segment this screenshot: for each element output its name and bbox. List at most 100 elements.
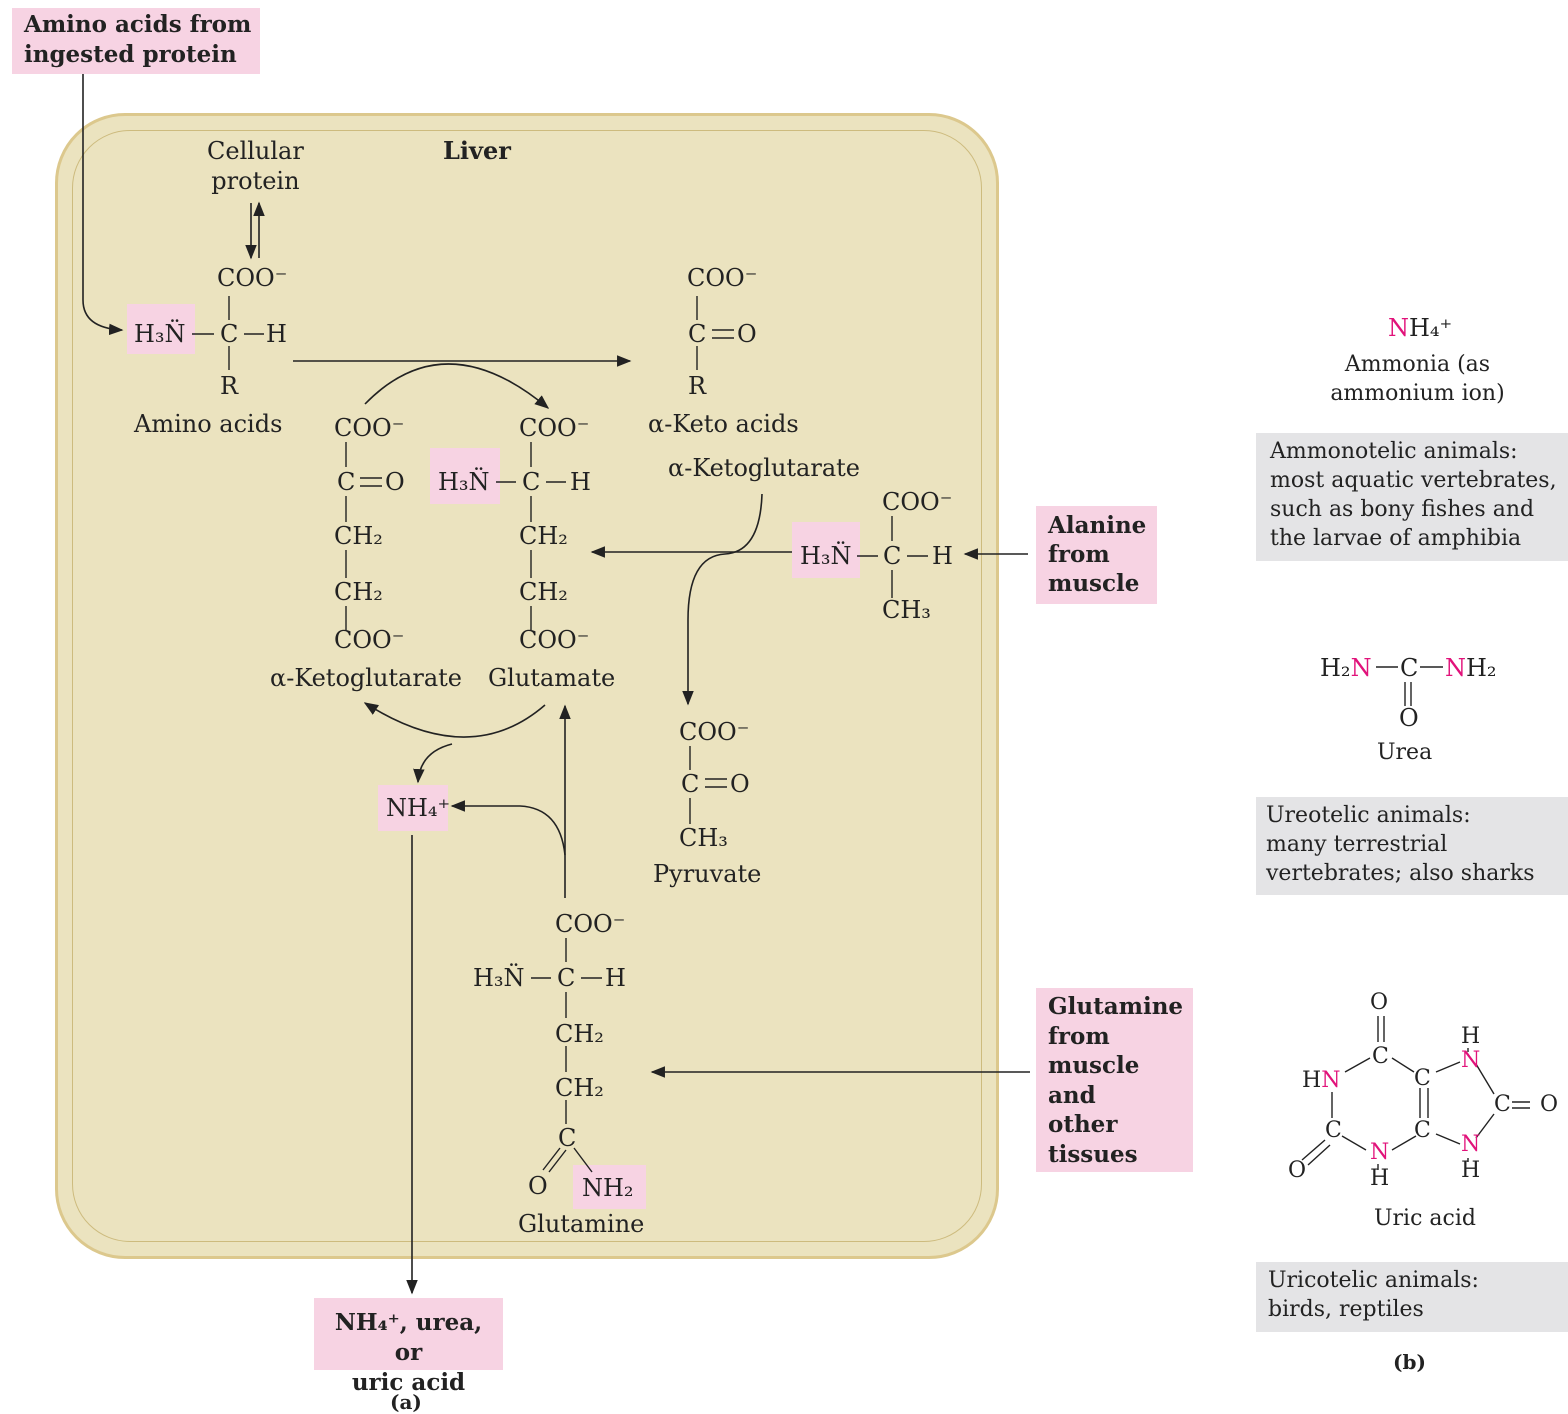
glutamine-amide-oxygen: O [528,1172,548,1200]
uric-acid-caption: Uric acid [1374,1206,1476,1231]
ammonia-caption: Ammonia (as ammonium ion) [1330,352,1505,406]
uricotelic-text: Uricotelic animals: birds, reptiles [1268,1268,1479,1322]
uric-o-bottom: O [1288,1158,1307,1183]
pyruvate-ch3: CH₃ [679,824,728,852]
output-box [314,1298,503,1370]
urea-h2: H₂ [1320,654,1351,682]
akg-label-right: α-Ketoglutarate [668,454,860,482]
input-box-label: Amino acids from ingested protein [24,11,252,68]
glutamine-h: H [605,964,626,992]
alanine-box-label: Alanine from muscle [1048,512,1147,597]
uric-n-bottom: N [1370,1140,1390,1165]
keto-acids-caption: α-Keto acids [648,410,799,438]
amino-acid-carbon: C [220,320,239,348]
uric-hn-h: H [1302,1068,1322,1093]
glutamine-nh2-highlight [573,1165,646,1209]
glutamine-box [1036,988,1193,1172]
alanine-h: H [932,542,953,570]
panel-b-label: (b) [1393,1350,1426,1374]
pyruvate-carbon: C [681,770,700,798]
output-box-label: NH₄⁺, urea, or uric acid [334,1309,483,1396]
glutamine-caption: Glutamine [518,1210,645,1238]
glutamine-coo: COO⁻ [555,910,626,938]
uric-n-right-bottom: N [1461,1132,1481,1157]
uric-hn-n: N [1321,1068,1341,1093]
keto-acid-carbon: C [688,320,707,348]
liver-label: Liver [443,136,511,165]
ammonium-label: NH₄⁺ [386,794,451,822]
glutamate-caption: Glutamate [488,664,616,692]
glutamate-carbon: C [522,468,541,496]
urea-n-right: N [1445,654,1466,682]
liver-compartment [55,113,999,1259]
keto-acid-top: COO⁻ [687,264,758,292]
urea-h2-right: H₂ [1466,654,1497,682]
glutamate-ch2-2: CH₂ [519,578,568,606]
glutamate-ch2-1: CH₂ [519,522,568,550]
uric-h-right-bottom: H [1461,1158,1481,1183]
amino-acid-r: R [220,372,239,400]
glutamine-carbon: C [557,964,576,992]
ammonotelic-text: Ammonotelic animals: most aquatic verteb… [1270,439,1557,551]
urea-nh2: NH₂ [1445,656,1497,680]
amino-acid-h: H [266,320,287,348]
amino-acid-top: COO⁻ [217,264,288,292]
alanine-box [1036,506,1157,604]
urea-n-left: N [1350,654,1372,682]
pyruvate-coo: COO⁻ [679,718,750,746]
cellular-protein-label: Cellular protein [207,137,304,195]
glutamine-box-label: Glutamine from muscle and other tissues [1048,993,1184,1168]
glutamate-coo-bottom: COO⁻ [519,626,590,654]
uric-h-top: H [1461,1024,1481,1049]
akg-ch2-2: CH₂ [334,578,383,606]
glutamate-h: H [570,468,591,496]
uric-h-bottom: H [1370,1166,1390,1191]
glutamine-ch2-2: CH₂ [555,1074,604,1102]
keto-acid-r: R [688,372,707,400]
input-box [12,8,260,74]
akg-coo-top: COO⁻ [334,414,405,442]
amino-acids-caption: Amino acids [134,410,283,438]
uric-top-oxygen: O [1370,990,1389,1015]
ammonotelic-box [1256,433,1568,561]
uric-c3: C [1325,1118,1342,1143]
amino-acid-amine: H₃N̈ [134,320,186,348]
urea-oxygen: O [1399,704,1419,732]
pyruvate-caption: Pyruvate [653,860,762,888]
alanine-amine: H₃N̈ [800,542,852,570]
ureotelic-text: Ureotelic animals: many terrestrial vert… [1266,803,1535,886]
glutamine-ch2-1: CH₂ [555,1020,604,1048]
urea-carbon: C [1400,654,1419,682]
akg-carbon: C [337,468,356,496]
uric-c4: C [1414,1118,1431,1143]
urea-caption: Urea [1377,740,1433,765]
glutamate-amine-highlight [430,448,500,504]
ammonia-h4: H₄⁺ [1409,314,1453,342]
alanine-top: COO⁻ [882,488,953,516]
urea-formula: H₂N [1320,656,1372,680]
glutamate-amine: H₃N̈ [438,468,490,496]
ureotelic-box [1256,797,1568,895]
uric-hn: HN [1302,1070,1340,1092]
glutamate-coo-top: COO⁻ [519,414,590,442]
amino-acid-amine-highlight [127,304,195,354]
uric-c-right: C [1494,1092,1511,1117]
akg-coo-bottom: COO⁻ [334,626,405,654]
alanine-ch3: CH₃ [882,596,931,624]
uric-o-right: O [1540,1092,1559,1117]
nh4-highlight [378,785,448,831]
ammonia-formula: NH₄⁺ [1388,316,1452,340]
glutamine-amine: H₃N̈ [473,964,525,992]
alanine-carbon: C [883,542,902,570]
uric-c2: C [1414,1066,1431,1091]
alanine-amine-highlight [792,522,860,578]
akg-oxygen: O [385,468,405,496]
akg-ch2-1: CH₂ [334,522,383,550]
glutamine-amide-carbon: C [558,1124,577,1152]
uric-c1: C [1372,1044,1389,1069]
akg-caption: α-Ketoglutarate [270,664,462,692]
uric-n-right-top: N [1461,1048,1481,1073]
ammonia-n: N [1388,314,1409,342]
keto-acid-oxygen: O [737,320,757,348]
